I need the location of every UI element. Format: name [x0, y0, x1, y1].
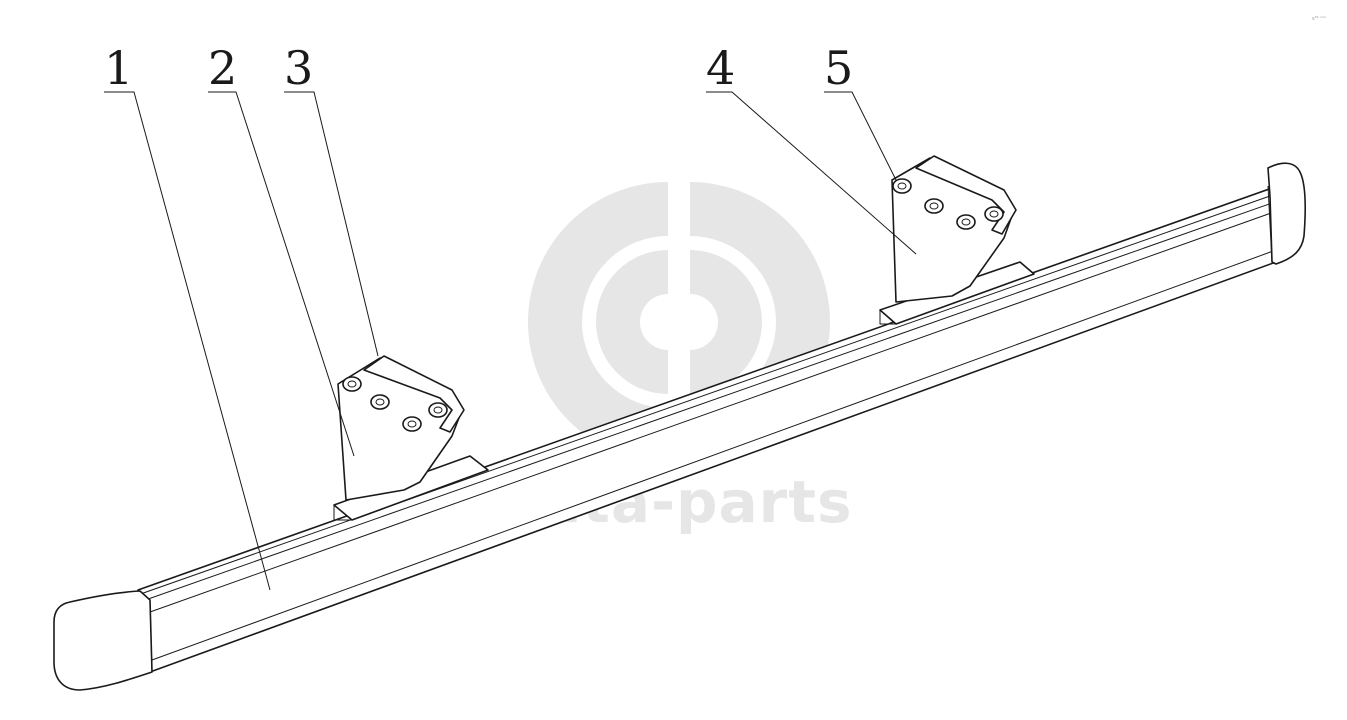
callout-2: 2 — [208, 41, 355, 457]
step-bar-tread-line-2 — [133, 202, 1273, 605]
callout-number-2: 2 — [208, 41, 237, 95]
step-bar-lower-line — [151, 249, 1277, 661]
right-bracket-bolts — [892, 178, 1004, 230]
step-bar-left-cap-seam — [139, 590, 153, 673]
callout-leader-3 — [284, 91, 379, 357]
left-bracket-bolts — [342, 376, 448, 432]
right-mounting-bracket — [879, 155, 1035, 325]
corner-tag: s³² ⁿⁿⁿ — [1312, 16, 1326, 22]
callout-number-1: 1 — [104, 41, 133, 95]
left-bracket-clamp — [363, 355, 465, 433]
callout-leader-2 — [208, 91, 355, 457]
right-bracket-clamp — [915, 155, 1017, 235]
step-bar-tread-line-1 — [131, 195, 1271, 598]
step-bar-left-end-cap — [53, 590, 153, 691]
callout-leader-1 — [104, 91, 271, 591]
step-bar-right-cap-seam — [1267, 185, 1273, 263]
left-mounting-bracket — [333, 355, 489, 521]
step-bar-right-end-cap — [1267, 162, 1306, 265]
callout-3: 3 — [284, 41, 379, 357]
callout-leader-4 — [706, 91, 917, 255]
step-bar — [53, 162, 1306, 691]
callout-number-4: 4 — [706, 41, 735, 95]
callout-number-3: 3 — [284, 41, 313, 95]
step-bar-tread-line-3 — [149, 211, 1275, 613]
callout-5: 5 — [824, 41, 897, 181]
callout-4: 4 — [706, 41, 917, 255]
callout-leader-5 — [824, 91, 897, 181]
callout-number-5: 5 — [824, 41, 853, 95]
callout-1: 1 — [104, 41, 271, 591]
callouts: 1 2 3 4 5 — [104, 41, 917, 591]
